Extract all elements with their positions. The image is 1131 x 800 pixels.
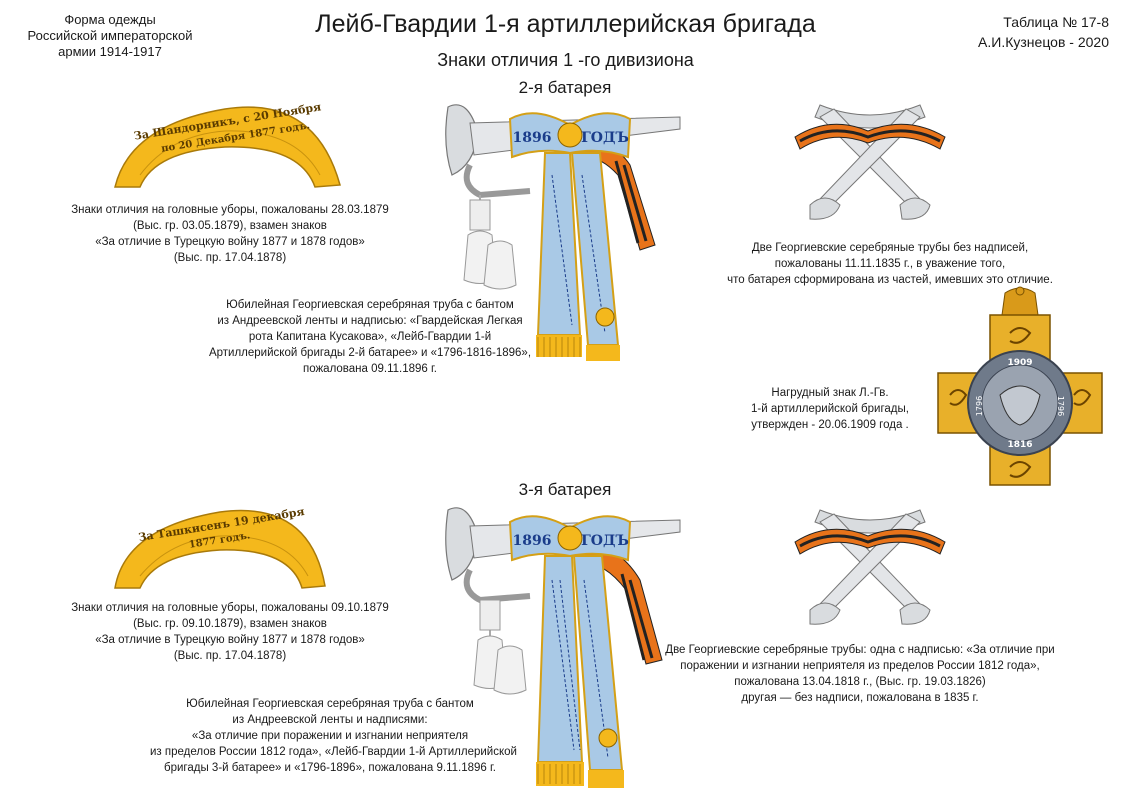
caption-line: Юбилейная Георгиевская серебряная труба … (226, 299, 514, 311)
caption-line: Артиллерийской бригады 2-й батарее» и «1… (208, 347, 532, 359)
caption-line: (Выс. пр. 17.04.1878) (173, 252, 287, 264)
caption-line: Две Георгиевские серебряные трубы без на… (751, 242, 1029, 254)
bugles-caption-2: Две Георгиевские серебряные трубы без на… (705, 240, 1075, 288)
caption-line: пожалована 09.11.1896 г. (302, 363, 438, 375)
breast-badge: 1909 1816 1796 1796 (937, 286, 1103, 486)
header-left-block: Форма одежды Российской императорской ар… (10, 12, 210, 60)
crossed-bugles-3 (794, 509, 946, 625)
headband-badge-2: За Шандорникъ, с 20 Ноября по 20 Декабря… (114, 100, 341, 188)
ribbon-year: 1896 (513, 533, 552, 549)
caption-line: 1-й артиллерийской бригады, (751, 403, 909, 415)
ribbon-word: ГОДЪ (581, 533, 629, 549)
caption-line: (Выс. пр. 17.04.1878) (173, 650, 287, 662)
header-right-block: Таблица № 17-8 А.И.Кузнецов - 2020 (929, 12, 1109, 52)
caption-line: «За отличие при поражении и изгнании неп… (191, 730, 469, 742)
breast-badge-caption: Нагрудный знак Л.-Гв. 1-й артиллерийской… (745, 385, 915, 433)
caption-line: (Выс. гр. 09.10.1879), взамен знаков (133, 618, 327, 630)
bugles-caption-3: Две Георгиевские серебряные трубы: одна … (660, 642, 1060, 706)
badge-year-top: 1909 (1007, 358, 1032, 368)
header-left-line: Российской императорской (27, 28, 193, 43)
caption-line: из Андреевской ленты и надписью: «Гварде… (217, 315, 523, 327)
caption-line: поражении и изгнании неприятеля из преде… (680, 660, 1040, 672)
ribbon-word: ГОДЪ (581, 130, 629, 146)
trumpet-caption-3: Юбилейная Георгиевская серебряная труба … (150, 696, 517, 776)
battery-3-label: 3-я батарея (518, 480, 612, 499)
header-left-line: армии 1914-1917 (58, 44, 162, 59)
caption-line: что батарея сформирована из частей, имев… (727, 274, 1053, 286)
caption-line: из Андреевской ленты и надписями: (232, 714, 428, 726)
crossed-bugles-2 (794, 104, 946, 220)
caption-line: из пределов России 1812 года», «Лейб-Гва… (150, 746, 517, 758)
caption-line: Знаки отличия на головные уборы, пожалов… (71, 602, 389, 614)
author-credit: А.И.Кузнецов - 2020 (978, 34, 1109, 50)
caption-line: утвержден - 20.06.1909 года . (751, 419, 909, 431)
badge-year-right: 1796 (1056, 396, 1065, 416)
headband-caption-2: Знаки отличия на головные уборы, пожалов… (60, 202, 400, 266)
header-left-line: Форма одежды (64, 12, 156, 27)
headband-badge-3: За Ташкисенъ 19 декабря 1877 годъ. (114, 505, 326, 589)
page-title: Лейб-Гвардии 1-я артиллерийская бригада (315, 10, 816, 38)
jubilee-trumpet-2: 1896 ГОДЪ (445, 104, 681, 361)
caption-line: пожалованы 11.11.1835 г., в уважение тог… (774, 258, 1006, 270)
trumpet-caption-2: Юбилейная Георгиевская серебряная труба … (205, 297, 535, 377)
ribbon-year: 1896 (513, 130, 552, 146)
caption-line: «За отличие в Турецкую войну 1877 и 1878… (95, 236, 365, 248)
caption-line: пожалована 13.04.1818 г., (Выс. гр. 19.0… (734, 676, 986, 688)
caption-line: Знаки отличия на головные уборы, пожалов… (71, 204, 389, 216)
page-subtitle: Знаки отличия 1 -го дивизиона (437, 50, 694, 70)
table-number: Таблица № 17-8 (1003, 14, 1109, 30)
caption-line: рота Капитана Кусакова», «Лейб-Гвардии 1… (248, 331, 492, 343)
battery-2-label: 2-я батарея (518, 78, 612, 97)
headband-caption-3: Знаки отличия на головные уборы, пожалов… (60, 600, 400, 664)
caption-line: Нагрудный знак Л.-Гв. (771, 387, 889, 399)
badge-year-bottom: 1816 (1007, 440, 1032, 450)
caption-line: (Выс. гр. 03.05.1879), взамен знаков (133, 220, 327, 232)
caption-line: «За отличие в Турецкую войну 1877 и 1878… (95, 634, 365, 646)
caption-line: бригады 3-й батарее» и «1796-1896», пожа… (164, 762, 496, 774)
caption-line: Юбилейная Георгиевская серебряная труба … (186, 698, 474, 710)
caption-line: другая — без надписи, пожалована в 1835 … (741, 692, 979, 704)
jubilee-trumpet-3: 1896 ГОДЪ (445, 507, 681, 788)
badge-year-left: 1796 (975, 396, 984, 416)
caption-line: Две Георгиевские серебряные трубы: одна … (665, 644, 1055, 656)
